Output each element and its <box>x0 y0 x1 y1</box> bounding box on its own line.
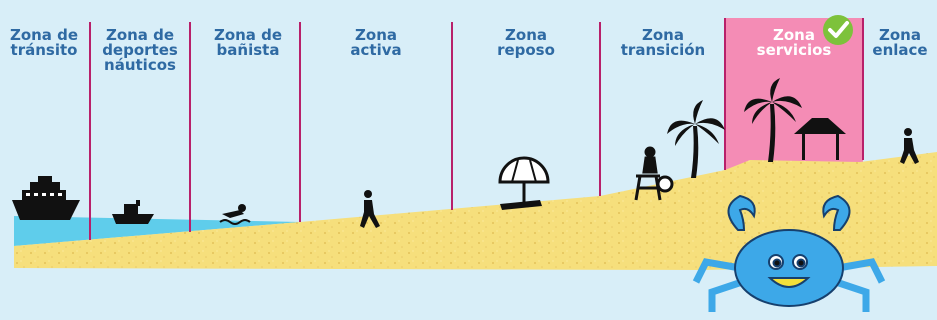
zone-label-activa: Zona activa <box>350 26 402 59</box>
beach-umbrella-icon <box>498 156 550 210</box>
check-icon <box>823 15 853 45</box>
sand <box>14 152 937 270</box>
palm-tree-icon <box>744 78 802 162</box>
crab-mascot-icon <box>692 194 886 312</box>
ship-icon <box>12 176 80 220</box>
walking-person-icon <box>360 190 380 228</box>
zone-label-transito: Zona de tránsito <box>9 26 79 59</box>
zone-label-reposo: Zona reposo <box>497 26 555 59</box>
zone-label-enlace: Zona enlace <box>872 26 928 59</box>
zone-label-transicion: Zona transición <box>620 26 706 59</box>
walking-person-icon <box>900 128 919 164</box>
jet-ski-icon <box>112 200 154 224</box>
zone-label-servicios: Zona servicios <box>756 26 832 59</box>
zone-dividers <box>89 18 864 240</box>
swimmer-icon <box>219 204 251 225</box>
zone-label-deportes: Zona de deportes náuticos <box>102 26 178 74</box>
water <box>14 216 300 246</box>
zone-label-banista: Zona de bañista <box>213 26 283 59</box>
palm-tree-icon <box>667 100 725 178</box>
beach-hut-icon <box>794 118 846 160</box>
lifeguard-tower-icon <box>634 146 674 201</box>
